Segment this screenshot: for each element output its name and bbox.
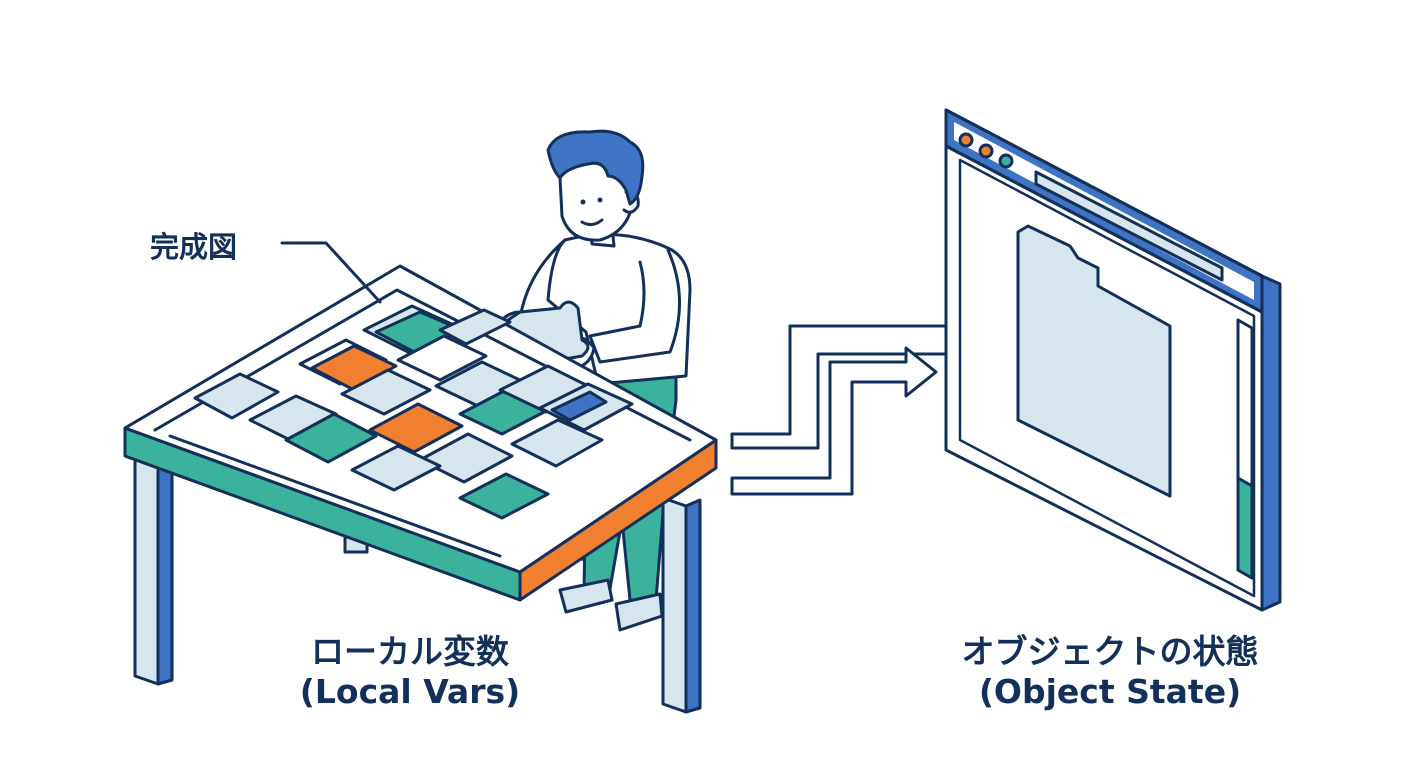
local-vars-caption: ローカル変数 (Local Vars) [230,632,590,713]
object-state-caption-jp: オブジェクトの状態 [961,632,1259,671]
transfer-arrow-icon [730,308,1002,496]
puzzle-table-icon [123,264,718,714]
object-state-caption: オブジェクトの状態 (Object State) [910,632,1310,713]
object-state-caption-en: (Object State) [978,672,1242,712]
completed-picture-label: 完成図 [150,230,238,264]
puzzle-pieces [193,304,634,520]
local-vars-caption-en: (Local Vars) [299,672,521,712]
browser-window-icon [944,108,1282,612]
local-vars-caption-jp: ローカル変数 [311,632,509,671]
label-leader-line [280,241,382,304]
